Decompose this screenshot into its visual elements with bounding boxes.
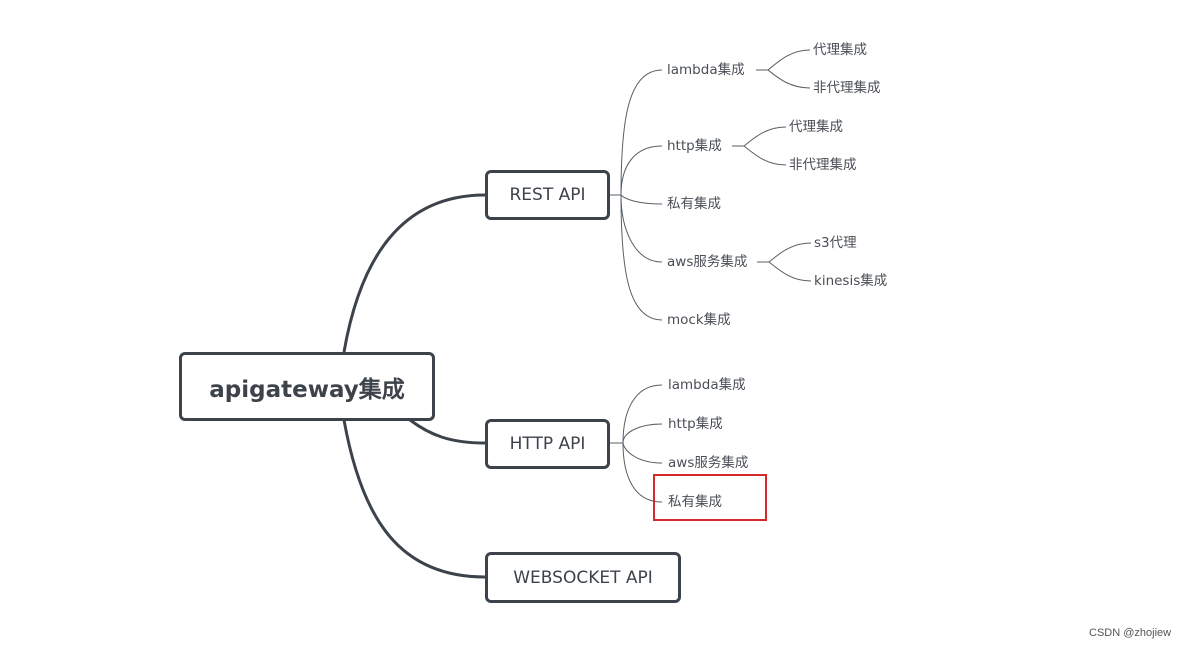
http-api-child-http[interactable]: http集成 (668, 416, 723, 432)
connector-aws-kinesis (768, 261, 812, 282)
connector-rest-http (620, 145, 663, 196)
branch-label: WEBSOCKET API (513, 567, 653, 588)
rest-child-private[interactable]: 私有集成 (667, 196, 721, 212)
connector-rest-mock (620, 194, 663, 321)
branch-label: REST API (509, 185, 586, 205)
lambda-sub-nonproxy[interactable]: 非代理集成 (813, 80, 881, 96)
http-api-child-lambda[interactable]: lambda集成 (668, 377, 746, 393)
connector-httpapi-lambda (609, 384, 663, 444)
aws-sub-s3[interactable]: s3代理 (814, 235, 857, 251)
connector-rest-lambda (609, 69, 663, 196)
rest-child-aws[interactable]: aws服务集成 (667, 254, 748, 270)
root-node-label: apigateway集成 (209, 376, 405, 403)
connector-root-rest (342, 193, 486, 353)
watermark: CSDN @zhojiew (1089, 627, 1172, 639)
connector-http-nonproxy (743, 145, 787, 166)
aws-sub-kinesis[interactable]: kinesis集成 (814, 273, 888, 289)
connector-lambda-proxy (767, 49, 811, 71)
rest-connectors (609, 49, 812, 321)
connector-aws-s3 (768, 242, 812, 263)
rest-child-http[interactable]: http集成 (667, 138, 722, 154)
http-sub-proxy[interactable]: 代理集成 (789, 119, 843, 135)
branch-node-websocket-api[interactable]: WEBSOCKET API (485, 552, 681, 603)
connector-httpapi-http (622, 423, 663, 444)
http-sub-nonproxy[interactable]: 非代理集成 (789, 157, 857, 173)
connector-root-http (409, 418, 486, 445)
http-api-child-private[interactable]: 私有集成 (668, 494, 722, 510)
lambda-sub-proxy[interactable]: 代理集成 (813, 42, 867, 58)
connector-lambda-nonproxy (767, 69, 811, 89)
connector-rest-private (620, 194, 663, 205)
branch-node-http-api[interactable]: HTTP API (485, 419, 610, 469)
connector-rest-aws (620, 194, 663, 263)
branch-label: HTTP API (509, 434, 586, 454)
root-node[interactable]: apigateway集成 (179, 352, 435, 421)
http-api-child-aws[interactable]: aws服务集成 (668, 455, 749, 471)
rest-child-mock[interactable]: mock集成 (667, 312, 731, 328)
branch-node-rest-api[interactable]: REST API (485, 170, 610, 220)
connector-root-websocket (342, 419, 486, 579)
rest-child-lambda[interactable]: lambda集成 (667, 62, 745, 78)
connector-http-proxy (743, 126, 787, 147)
highlight-box (653, 474, 767, 521)
connector-httpapi-aws (622, 442, 663, 464)
